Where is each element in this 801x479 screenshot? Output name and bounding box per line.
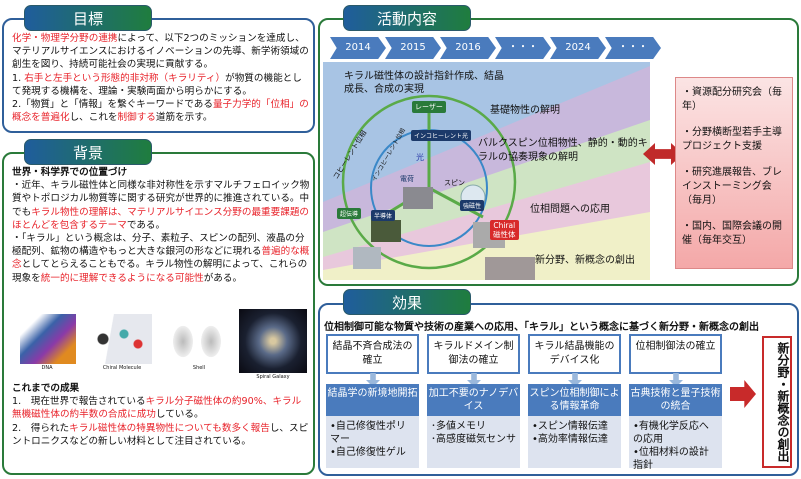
effect-title: 効果 (343, 289, 471, 315)
timeline-2016: 2016 (440, 37, 496, 59)
dna-image (20, 314, 76, 364)
effect-col1-mid: 結晶学の新境地開拓 (326, 384, 419, 416)
caption-dna: DNA (41, 365, 53, 371)
shell-image (162, 314, 232, 364)
background-panel: 世界・科学界での位置づけ ・近年、キラル磁性体と同様な非対称性を示すマルチフェロ… (2, 152, 315, 475)
caption-shell: Shell (192, 365, 206, 371)
side-item-report: ・研究進展報告、ブレインストーミング会（毎月） (682, 167, 782, 206)
band-label-new: 新分野、新概念の創出 (535, 255, 635, 266)
effect-col3-items: •スピン情報伝達•高効率情報伝達 (528, 416, 621, 468)
semiconductor-image (371, 220, 401, 242)
charge-label: 電荷 (400, 175, 414, 183)
timeline-2024: 2024 (550, 37, 606, 59)
goal-panel: 化学・物理学分野の連携によって、以下2つのミッションを達成し、マテリアルサイエン… (2, 18, 315, 133)
caption-galaxy: Spiral Galaxy (256, 374, 290, 380)
timeline-ellipsis-2: ・・・ (605, 37, 661, 59)
superconductor-image (353, 247, 381, 269)
semiconductor-label: 半導体 (371, 210, 396, 221)
band-label-basic: 基礎物性の解明 (490, 105, 560, 116)
effect-headline: 位相制御可能な物質や技術の産業への応用、「キラル」という概念に基づく新分野・新概… (324, 322, 759, 333)
background-title: 背景 (24, 139, 152, 165)
effect-col4-top: 位相制御法の確立 (629, 334, 722, 374)
activity-diagram (323, 62, 650, 280)
effect-col2-top: キラルドメイン制御法の確立 (427, 334, 520, 374)
superconductor-label: 超伝導 (337, 208, 362, 219)
effect-col2-items: ･多値メモリ･高感度磁気センサ (427, 416, 520, 468)
effect-col4-items: •有機化学反応への応用•位相材料の設計指針 (629, 416, 722, 471)
ferromagnet-label: 強磁性 (460, 200, 485, 211)
effect-col2-mid: 加工不要のナノデバイス (427, 384, 520, 416)
goal-title: 目標 (24, 5, 152, 31)
charge-image (403, 187, 433, 209)
timeline-2014: 2014 (330, 37, 386, 59)
light-label: 光 (416, 153, 424, 162)
effect-col3-mid: スピン位相制御による情報革命 (528, 384, 621, 416)
laser-label: レーザー (412, 101, 446, 113)
timeline-2015: 2015 (385, 37, 441, 59)
side-item-conference: ・国内、国際会議の開催（毎年交互） (682, 221, 782, 246)
background-text: 世界・科学界での位置づけ ・近年、キラル磁性体と同様な非対称性を示すマルチフェロ… (12, 167, 310, 284)
activity-title: 活動内容 (343, 5, 471, 31)
incoherent-light-label: インコヒーレント光 (411, 130, 472, 141)
coherent-circle (341, 94, 517, 270)
effect-col1-items: •自己修復性ポリマー•自己修復性ゲル (326, 416, 419, 468)
effect-col3-top: キラル結晶機能のデバイス化 (528, 334, 621, 374)
band-label-phase: 位相問題への応用 (530, 204, 610, 215)
double-arrow-icon (643, 143, 683, 165)
activities-side-box: ・資源配分研究会（毎年） ・分野横断型若手主導プロジェクト支援 ・研究進展報告、… (675, 77, 793, 269)
chiral-molecule-image (82, 314, 152, 364)
side-item-young: ・分野横断型若手主導プロジェクト支援 (682, 127, 782, 152)
caption-molecule: Chiral Molecule (102, 365, 142, 371)
effect-col1-top: 結晶不斉合成法の確立 (326, 334, 419, 374)
timeline-ellipsis-1: ・・・ (495, 37, 551, 59)
final-box: 新分野・新概念の創出 (762, 336, 792, 468)
spin-label: スピン (444, 179, 465, 187)
band-label-bulk: バルクスピン位相物性、静的・動的キラルの協奏現象の解明 (478, 138, 648, 163)
effect-col4-mid: 古典技術と量子技術の統合 (629, 384, 722, 416)
side-item-funding: ・資源配分研究会（毎年） (682, 87, 782, 112)
spiral-galaxy-image (239, 309, 307, 373)
results-text: これまでの成果 1. 現在世界で報告されているキラル分子磁性体の約90%、キラル… (12, 383, 309, 447)
chiral-image (485, 257, 535, 280)
goal-text: 化学・物理学分野の連携によって、以下2つのミッションを達成し、マテリアルサイエン… (12, 33, 309, 124)
band-label-synthesis: キラル磁性体の設計指針作成、結晶成長、合成の実現 (344, 71, 504, 95)
